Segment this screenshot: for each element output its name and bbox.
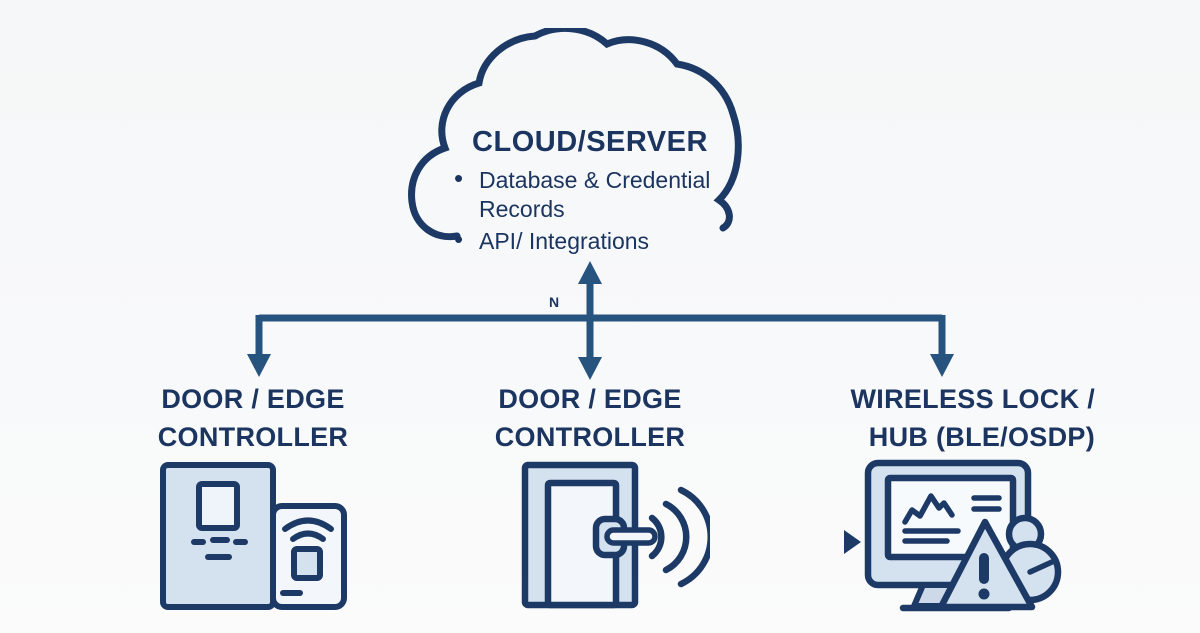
- node-label-line2: HUB (BLE/OSDP): [868, 422, 1095, 452]
- play-arrow-icon: [844, 530, 861, 554]
- cloud-bullet-list: Database & Credential Records API/ Integ…: [452, 164, 744, 259]
- node-label-line1: WIRELESS LOCK /: [850, 384, 1095, 414]
- node-door-edge-controller-2-label: DOOR / EDGE CONTROLLER: [440, 380, 740, 456]
- monitor-alert-clock-icon: [844, 459, 1062, 612]
- door-wireless-icon: [521, 461, 710, 609]
- connector-n-label: N: [549, 294, 560, 310]
- cloud-shape: [408, 28, 742, 241]
- cloud-bullet-api: API/ Integrations: [452, 225, 744, 256]
- node-label-line2: CONTROLLER: [494, 422, 686, 452]
- node-label-line2: CONTROLLER: [157, 422, 349, 452]
- warning-triangle-icon: [937, 518, 1036, 611]
- cloud-bullet-database: Database & Credential Records: [452, 164, 744, 224]
- node-label-line1: DOOR / EDGE: [161, 384, 345, 414]
- cloud-title: CLOUD/SERVER: [472, 126, 708, 158]
- node-label-line1: DOOR / EDGE: [498, 384, 682, 414]
- node-wireless-lock-hub-label: WIRELESS LOCK / HUB (BLE/OSDP): [800, 380, 1095, 456]
- node-door-edge-controller-1-label: DOOR / EDGE CONTROLLER: [103, 380, 403, 456]
- card-reader-icon: [160, 462, 347, 610]
